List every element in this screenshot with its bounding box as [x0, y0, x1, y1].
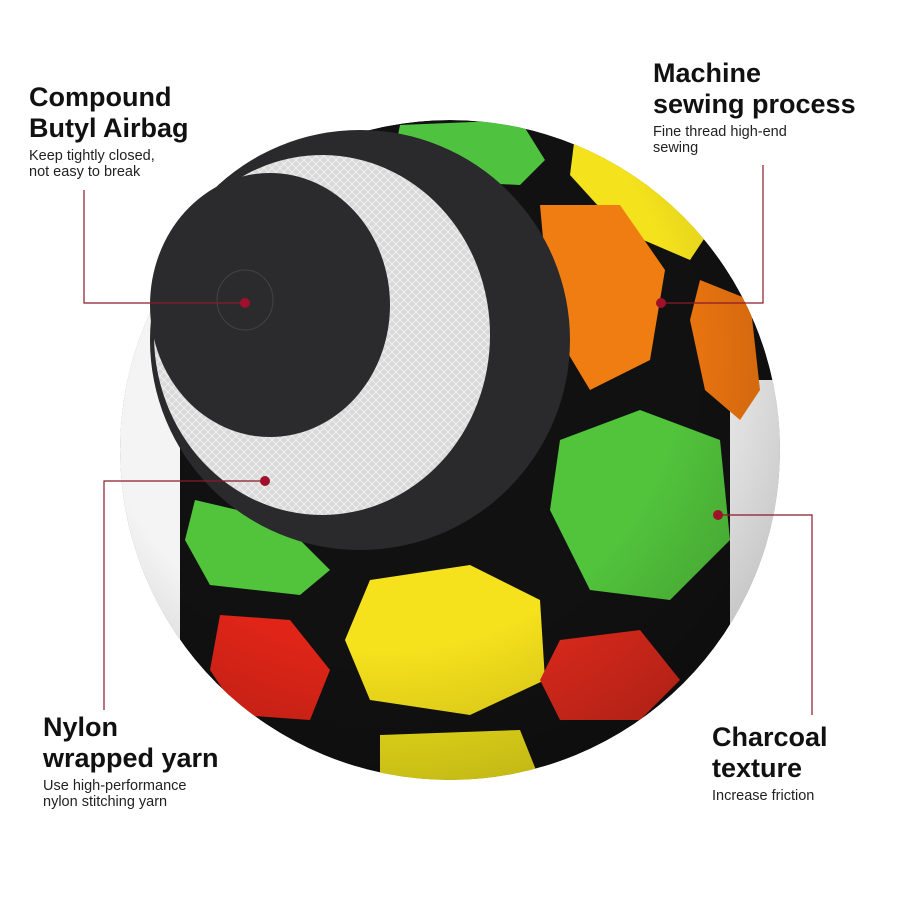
callout-desc: Keep tightly closed,	[29, 148, 155, 164]
callout-title: Machine	[653, 58, 762, 88]
callout-desc: Use high-performance	[43, 778, 187, 794]
callout-title: Charcoal	[712, 722, 828, 752]
callout-desc: sewing	[653, 140, 699, 156]
callout-title: wrapped yarn	[43, 743, 219, 773]
callout-desc: not easy to break	[29, 164, 141, 180]
callout-desc: nylon stitching yarn	[43, 794, 168, 810]
callout-title: Nylon	[43, 712, 119, 742]
callout-desc: Fine thread high-end	[653, 124, 787, 140]
callout-title: texture	[712, 753, 803, 783]
butyl-airbag	[150, 130, 570, 550]
callout-title: Compound	[29, 82, 172, 112]
callout-title: sewing process	[653, 89, 856, 119]
callout-desc: Increase friction	[712, 788, 815, 804]
callout-title: Butyl Airbag	[29, 113, 189, 143]
